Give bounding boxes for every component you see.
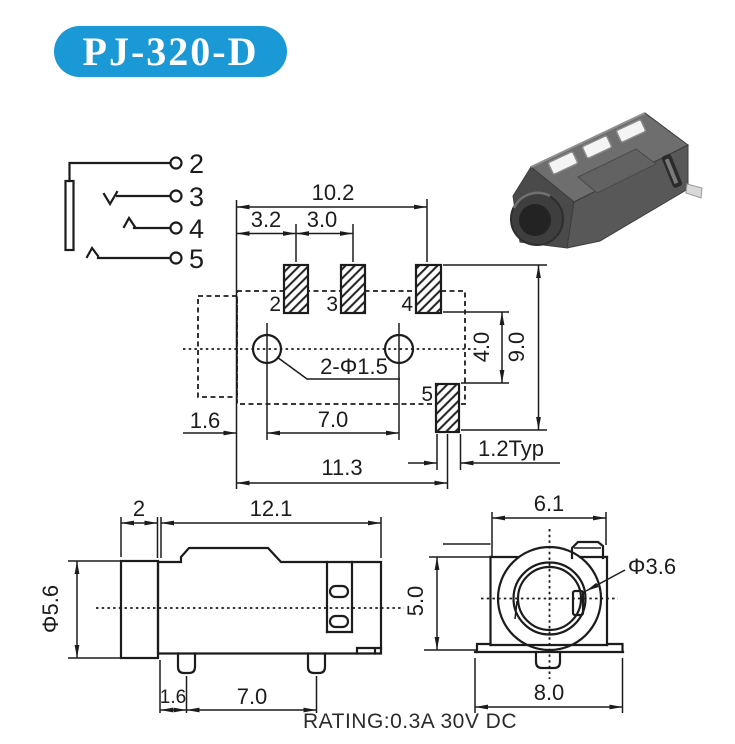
dim-hole-diameter: Φ3.6	[628, 554, 676, 579]
contact-window-2	[581, 135, 613, 159]
dim-hole-pitch: 7.0	[318, 407, 349, 432]
left-boss-outline	[197, 295, 238, 398]
top-boss	[577, 148, 657, 194]
pad2-label: 2	[269, 293, 281, 316]
dim-left-offset: 1.6	[190, 408, 221, 433]
side-view: 2 12.1 Φ5.6 1.6 7.0	[38, 496, 404, 713]
pad-5	[434, 382, 461, 434]
pad-4	[414, 263, 443, 315]
dim-barrel-length: 2	[133, 496, 145, 521]
dim-body-length: 12.1	[250, 496, 293, 521]
front-view: 6.1 5.0 Φ3.6 8.0	[403, 491, 676, 713]
top-tab	[570, 540, 605, 560]
pin4-contact	[122, 215, 137, 229]
dim-pin-offset: 1.6	[160, 687, 186, 708]
pin2-label: 2	[189, 149, 204, 179]
dim-barrel-diameter: Φ5.6	[38, 585, 63, 633]
corner-notch	[355, 646, 383, 655]
pin4-label: 4	[189, 214, 204, 244]
tip-contact	[571, 589, 585, 617]
top-view: 2 3 4 5 2-Φ1.5 10.2 3.2 3.0	[183, 180, 560, 489]
barrel	[119, 559, 160, 660]
dim-body-height: 5.0	[403, 586, 428, 617]
dim-body-width: 6.1	[534, 491, 565, 516]
pad5-label: 5	[421, 383, 433, 406]
pin2-wire	[68, 161, 172, 183]
dim-pin-pitch: 7.0	[237, 684, 268, 709]
hole-leader	[276, 356, 400, 380]
dim-pad-spacing-2: 3.0	[307, 207, 338, 232]
contact-window-1	[547, 151, 579, 175]
center-foot	[534, 650, 562, 670]
pin5-contact	[85, 245, 100, 259]
schematic-symbol: 2 3 4 5	[64, 149, 204, 274]
contact-window-3	[615, 119, 647, 143]
pin5-terminal	[169, 251, 183, 265]
pin3-terminal	[169, 189, 183, 203]
pad-3	[339, 263, 367, 315]
leg-right	[306, 652, 327, 675]
rating-text: RATING:0.3A 30V DC	[303, 710, 518, 733]
hole-ring-inner	[516, 565, 583, 632]
dim-hole-callout: 2-Φ1.5	[320, 354, 388, 379]
pad3-label: 3	[326, 293, 338, 316]
body	[156, 546, 383, 655]
pin5-label: 5	[189, 244, 204, 274]
dim-pad-width-typ: 1.2Typ	[478, 436, 544, 461]
model-number: PJ-320-D	[82, 29, 259, 74]
dim-overall-depth: 9.0	[504, 332, 529, 363]
leg-left	[176, 652, 197, 675]
pad-2	[282, 263, 310, 315]
product-photo	[510, 112, 703, 249]
pin2-terminal	[169, 156, 183, 170]
solder-pin	[685, 183, 703, 199]
dim-pad-spacing-1: 3.2	[251, 207, 282, 232]
model-badge: PJ-320-D	[54, 26, 287, 77]
dim-overall-length: 11.3	[321, 455, 362, 480]
pad4-label: 4	[401, 293, 413, 316]
dim-pad5-vertical: 4.0	[469, 332, 494, 363]
lance-slot-2	[328, 614, 350, 629]
pin3-label: 3	[189, 182, 204, 212]
pin3-contact	[102, 190, 119, 207]
dim-base-width: 8.0	[534, 680, 565, 705]
dim-overall-width: 10.2	[312, 180, 355, 205]
sleeve-bar	[64, 179, 75, 252]
lance-slot-1	[328, 584, 350, 599]
pin4-terminal	[169, 221, 183, 235]
